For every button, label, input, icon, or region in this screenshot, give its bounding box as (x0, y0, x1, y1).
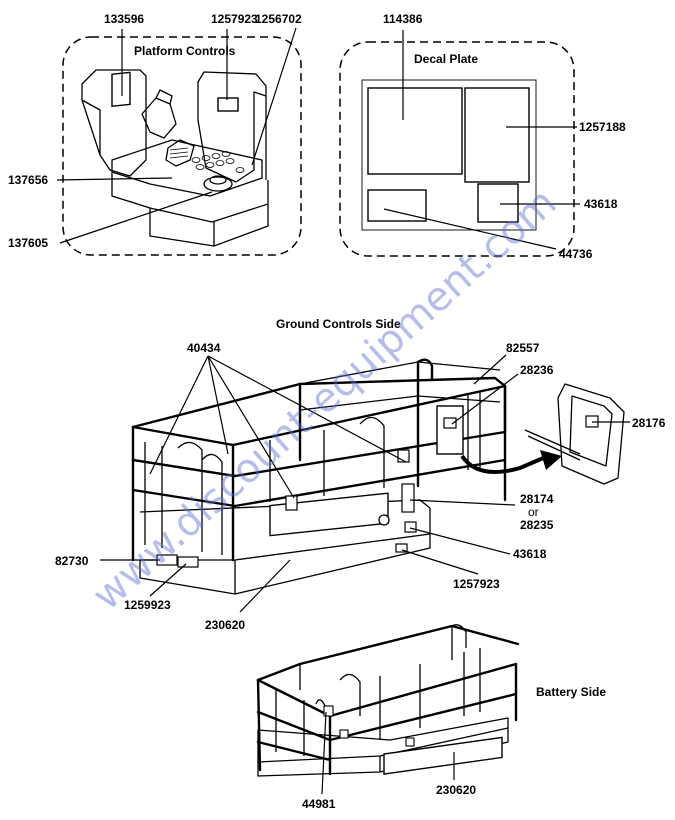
platform-controls-dashed-border (62, 36, 302, 256)
decal-plate-dashed-border (339, 41, 575, 257)
decal-1257188 (464, 87, 530, 183)
leader-44981 (321, 711, 327, 795)
decal-230620-ground (269, 492, 389, 537)
battery-side-title: Battery Side (536, 685, 606, 699)
label-82557: 82557 (506, 341, 540, 355)
label-230620-ground: 230620 (205, 618, 245, 632)
label-44736: 44736 (559, 247, 593, 261)
decal-plate-panel: Decal Plate 114386 1257188 43618 44736 (339, 12, 626, 261)
install-arrow (460, 454, 549, 474)
watermark-text: www.discount-equipment.com (84, 179, 565, 619)
platform-controls-panel: Platform Controls (8, 12, 302, 256)
platform-controls-drawing (81, 69, 269, 247)
label-1256702: 1256702 (255, 12, 302, 26)
decal-1257923-ground (395, 543, 408, 553)
label-44981: 44981 (302, 797, 336, 811)
label-28174: 28174 (520, 492, 554, 506)
decal-44736 (367, 189, 427, 222)
decal-114386 (367, 87, 463, 175)
emergency-stop-knob (203, 176, 233, 192)
decal-1257923-platform (217, 97, 239, 112)
label-1259923: 1259923 (124, 598, 171, 612)
label-137605: 137605 (8, 236, 48, 250)
ground-controls-side-view: Ground Controls Side (55, 317, 666, 632)
ground-control-cover-detail (460, 383, 625, 485)
label-28235: 28235 (520, 518, 554, 532)
label-137656: 137656 (8, 173, 48, 187)
label-114386: 114386 (383, 12, 423, 26)
decal-43618-plate (477, 183, 519, 223)
control-button-grid (191, 151, 245, 173)
battery-side-view: Battery Side 44981 230620 (256, 624, 606, 811)
decal-plate-outline (361, 79, 537, 231)
label-43618-plate: 43618 (584, 197, 618, 211)
ground-controls-side-title: Ground Controls Side (276, 317, 401, 331)
decal-28236 (443, 417, 457, 429)
label-1257188: 1257188 (579, 120, 626, 134)
label-28236: 28236 (520, 363, 554, 377)
leader-137656 (56, 177, 173, 181)
leader-44736 (383, 208, 557, 250)
label-230620-battery: 230620 (436, 783, 476, 797)
ground-control-box (436, 405, 464, 455)
leader-137605 (59, 191, 213, 244)
decal-1259923 (177, 556, 199, 568)
ground-leaders (100, 354, 630, 613)
label-43618-ground: 43618 (513, 547, 547, 561)
label-28176: 28176 (632, 416, 666, 430)
label-40434: 40434 (187, 341, 221, 355)
decal-43618-ground (404, 521, 417, 533)
label-1257923-platform: 1257923 (211, 12, 258, 26)
leader-1256702 (251, 27, 297, 166)
label-1257923-ground: 1257923 (453, 577, 500, 591)
guardrails (131, 358, 507, 568)
label-133596: 133596 (104, 12, 144, 26)
platform-deck (139, 492, 431, 595)
decal-133596 (111, 71, 131, 108)
ground-control-cover (557, 383, 625, 485)
label-82730: 82730 (55, 554, 89, 568)
decal-plate-title: Decal Plate (414, 52, 478, 66)
platform-controls-title: Platform Controls (134, 44, 236, 58)
decal-230620-battery (383, 736, 503, 775)
label-or: or (528, 505, 539, 519)
